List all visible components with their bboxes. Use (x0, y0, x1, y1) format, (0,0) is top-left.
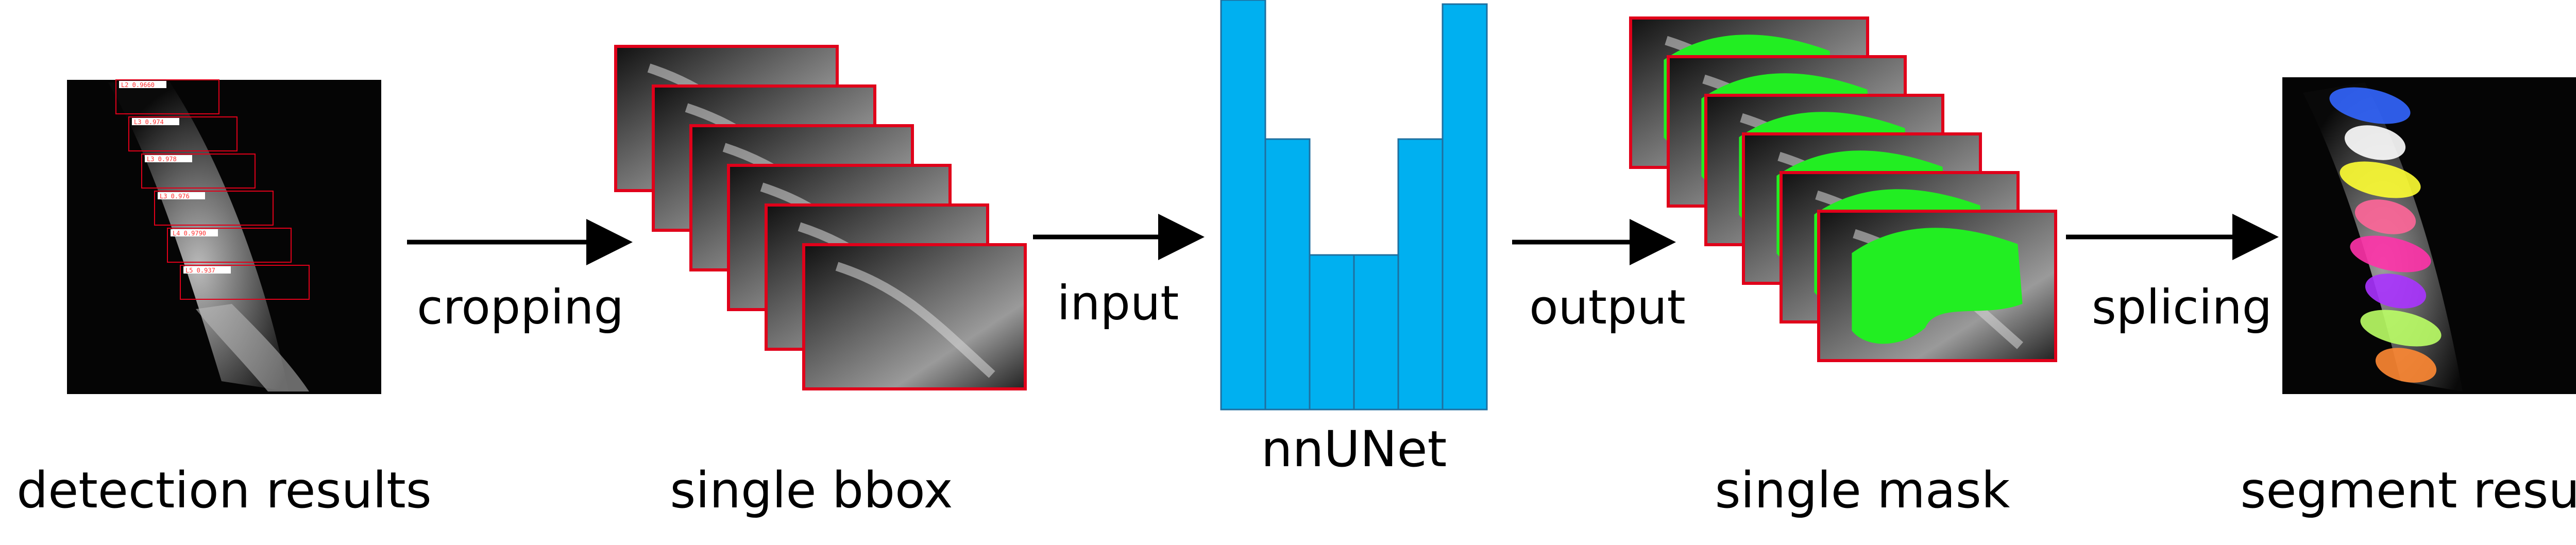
detection-box (167, 228, 292, 263)
detection-tag: L3 0.978 (147, 156, 177, 163)
mask-region (1852, 228, 2023, 344)
vertebra-segment (2340, 161, 2421, 198)
arrow-label-output: output (1529, 280, 1685, 335)
stage-label-detection: detection results (16, 462, 432, 519)
arrow-label-input: input (1057, 276, 1179, 331)
detection-box (128, 116, 238, 151)
vertebra-segment (2350, 235, 2431, 272)
detection-box (141, 154, 256, 189)
vertebra-segment (2354, 199, 2416, 234)
detection-tag: L5 0.937 (185, 267, 215, 274)
detection-tag: L2 0.9660 (121, 81, 155, 89)
detection-tag-bg (145, 155, 192, 162)
detection-box (115, 79, 219, 114)
detection-image: L2 0.9660 L3 0.974 L3 0.978 L3 0.976 L4 0.97… (67, 79, 381, 394)
unet-block-4 (1353, 254, 1399, 411)
detection-boxes: L2 0.9660 L3 0.974 L3 0.978 L3 0.976 L4 0.97… (115, 79, 310, 300)
arrow-label-cropping: cropping (417, 280, 624, 335)
stage-label-mask: single mask (1715, 462, 2010, 519)
arrow-label-splicing: splicing (2092, 280, 2272, 335)
detection-tag: L3 0.974 (134, 118, 164, 126)
vertebra-segment (2375, 348, 2437, 383)
vertebra-segment (2344, 125, 2406, 160)
detection-box (154, 191, 274, 226)
nnunet-diagram (1220, 0, 1488, 411)
stage-label-bbox: single bbox (670, 462, 953, 519)
detection-tag-bg (183, 266, 231, 274)
detection-box (180, 265, 310, 300)
stage-label-network: nnUNet (1261, 420, 1447, 478)
unet-block-3 (1309, 254, 1355, 411)
vertebra-segment (2329, 87, 2411, 124)
bbox-crop (802, 243, 1027, 390)
detection-tag-bg (119, 81, 166, 88)
mask-stack (1629, 16, 2057, 362)
mask-frame (1817, 210, 2057, 362)
vertebra-segment (2360, 310, 2442, 347)
unet-block-2 (1264, 138, 1311, 411)
detection-tag-bg (171, 229, 218, 236)
segment-vertebrae (2329, 87, 2442, 383)
segment-image (2282, 77, 2576, 394)
detection-tag-bg (132, 118, 179, 125)
unet-block-5 (1397, 138, 1444, 411)
vertebra-segment (2365, 274, 2427, 309)
detection-tag-bg (158, 192, 205, 199)
unet-block-6 (1442, 3, 1488, 411)
detection-tag: L4 0.9790 (173, 230, 206, 237)
detection-tag: L3 0.976 (160, 193, 190, 200)
bbox-crop-stack (614, 45, 1027, 390)
unet-block-1 (1220, 0, 1266, 411)
stage-label-segment: segment results (2240, 462, 2576, 519)
